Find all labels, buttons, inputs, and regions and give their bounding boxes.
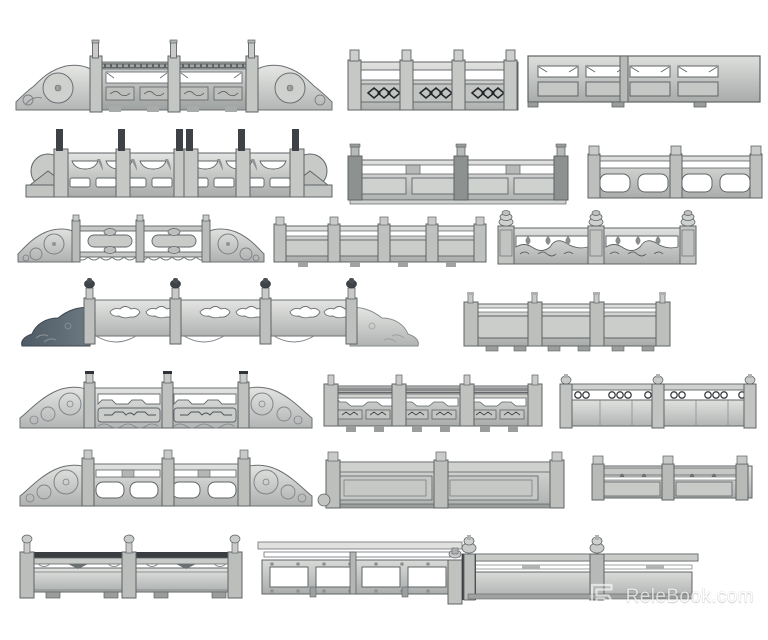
model-thumb-spiral-bracket-parapet-railing[interactable] [556, 372, 760, 432]
model-thumb-oval-aperture-cloud-end-railing[interactable] [18, 444, 314, 514]
model-thumb-knob-post-plain-panel-balustrade[interactable] [462, 288, 676, 356]
model-thumb-ball-finial-solid-parapet-railing[interactable] [458, 532, 702, 608]
model-thumb-plain-panel-post-railing[interactable] [272, 214, 488, 270]
model-thumb-round-finial-bracket-railing[interactable] [16, 528, 246, 604]
model-thumb-studded-frame-metal-railing[interactable] [257, 534, 468, 606]
model-thumb-diamond-panel-post-railing[interactable] [344, 40, 524, 112]
model-thumb-lotus-finial-carved-apron-railing[interactable] [496, 208, 698, 270]
model-thumb-short-slab-post-railing[interactable] [588, 452, 760, 508]
model-thumb-latticed-apron-post-railing[interactable] [322, 372, 548, 434]
model-thumb-drum-end-ornate-balustrade[interactable] [16, 123, 342, 201]
model-thumb-cloud-end-carved-balustrade[interactable] [14, 34, 334, 116]
model-thumb-finial-post-panel-wall[interactable] [346, 138, 570, 206]
model-thumb-open-rectangular-frame-railing[interactable] [526, 52, 762, 110]
model-thumb-oval-cutout-block-railing[interactable] [586, 142, 764, 204]
model-thumb-long-cloud-wing-balustrade[interactable] [18, 272, 422, 364]
model-thumb-cartouche-panel-cloud-end-railing[interactable] [18, 368, 314, 434]
model-thumb-recessed-panel-parapet-wall[interactable] [317, 446, 570, 514]
model-thumb-scroll-end-spiral-drum-railing[interactable] [16, 208, 266, 270]
